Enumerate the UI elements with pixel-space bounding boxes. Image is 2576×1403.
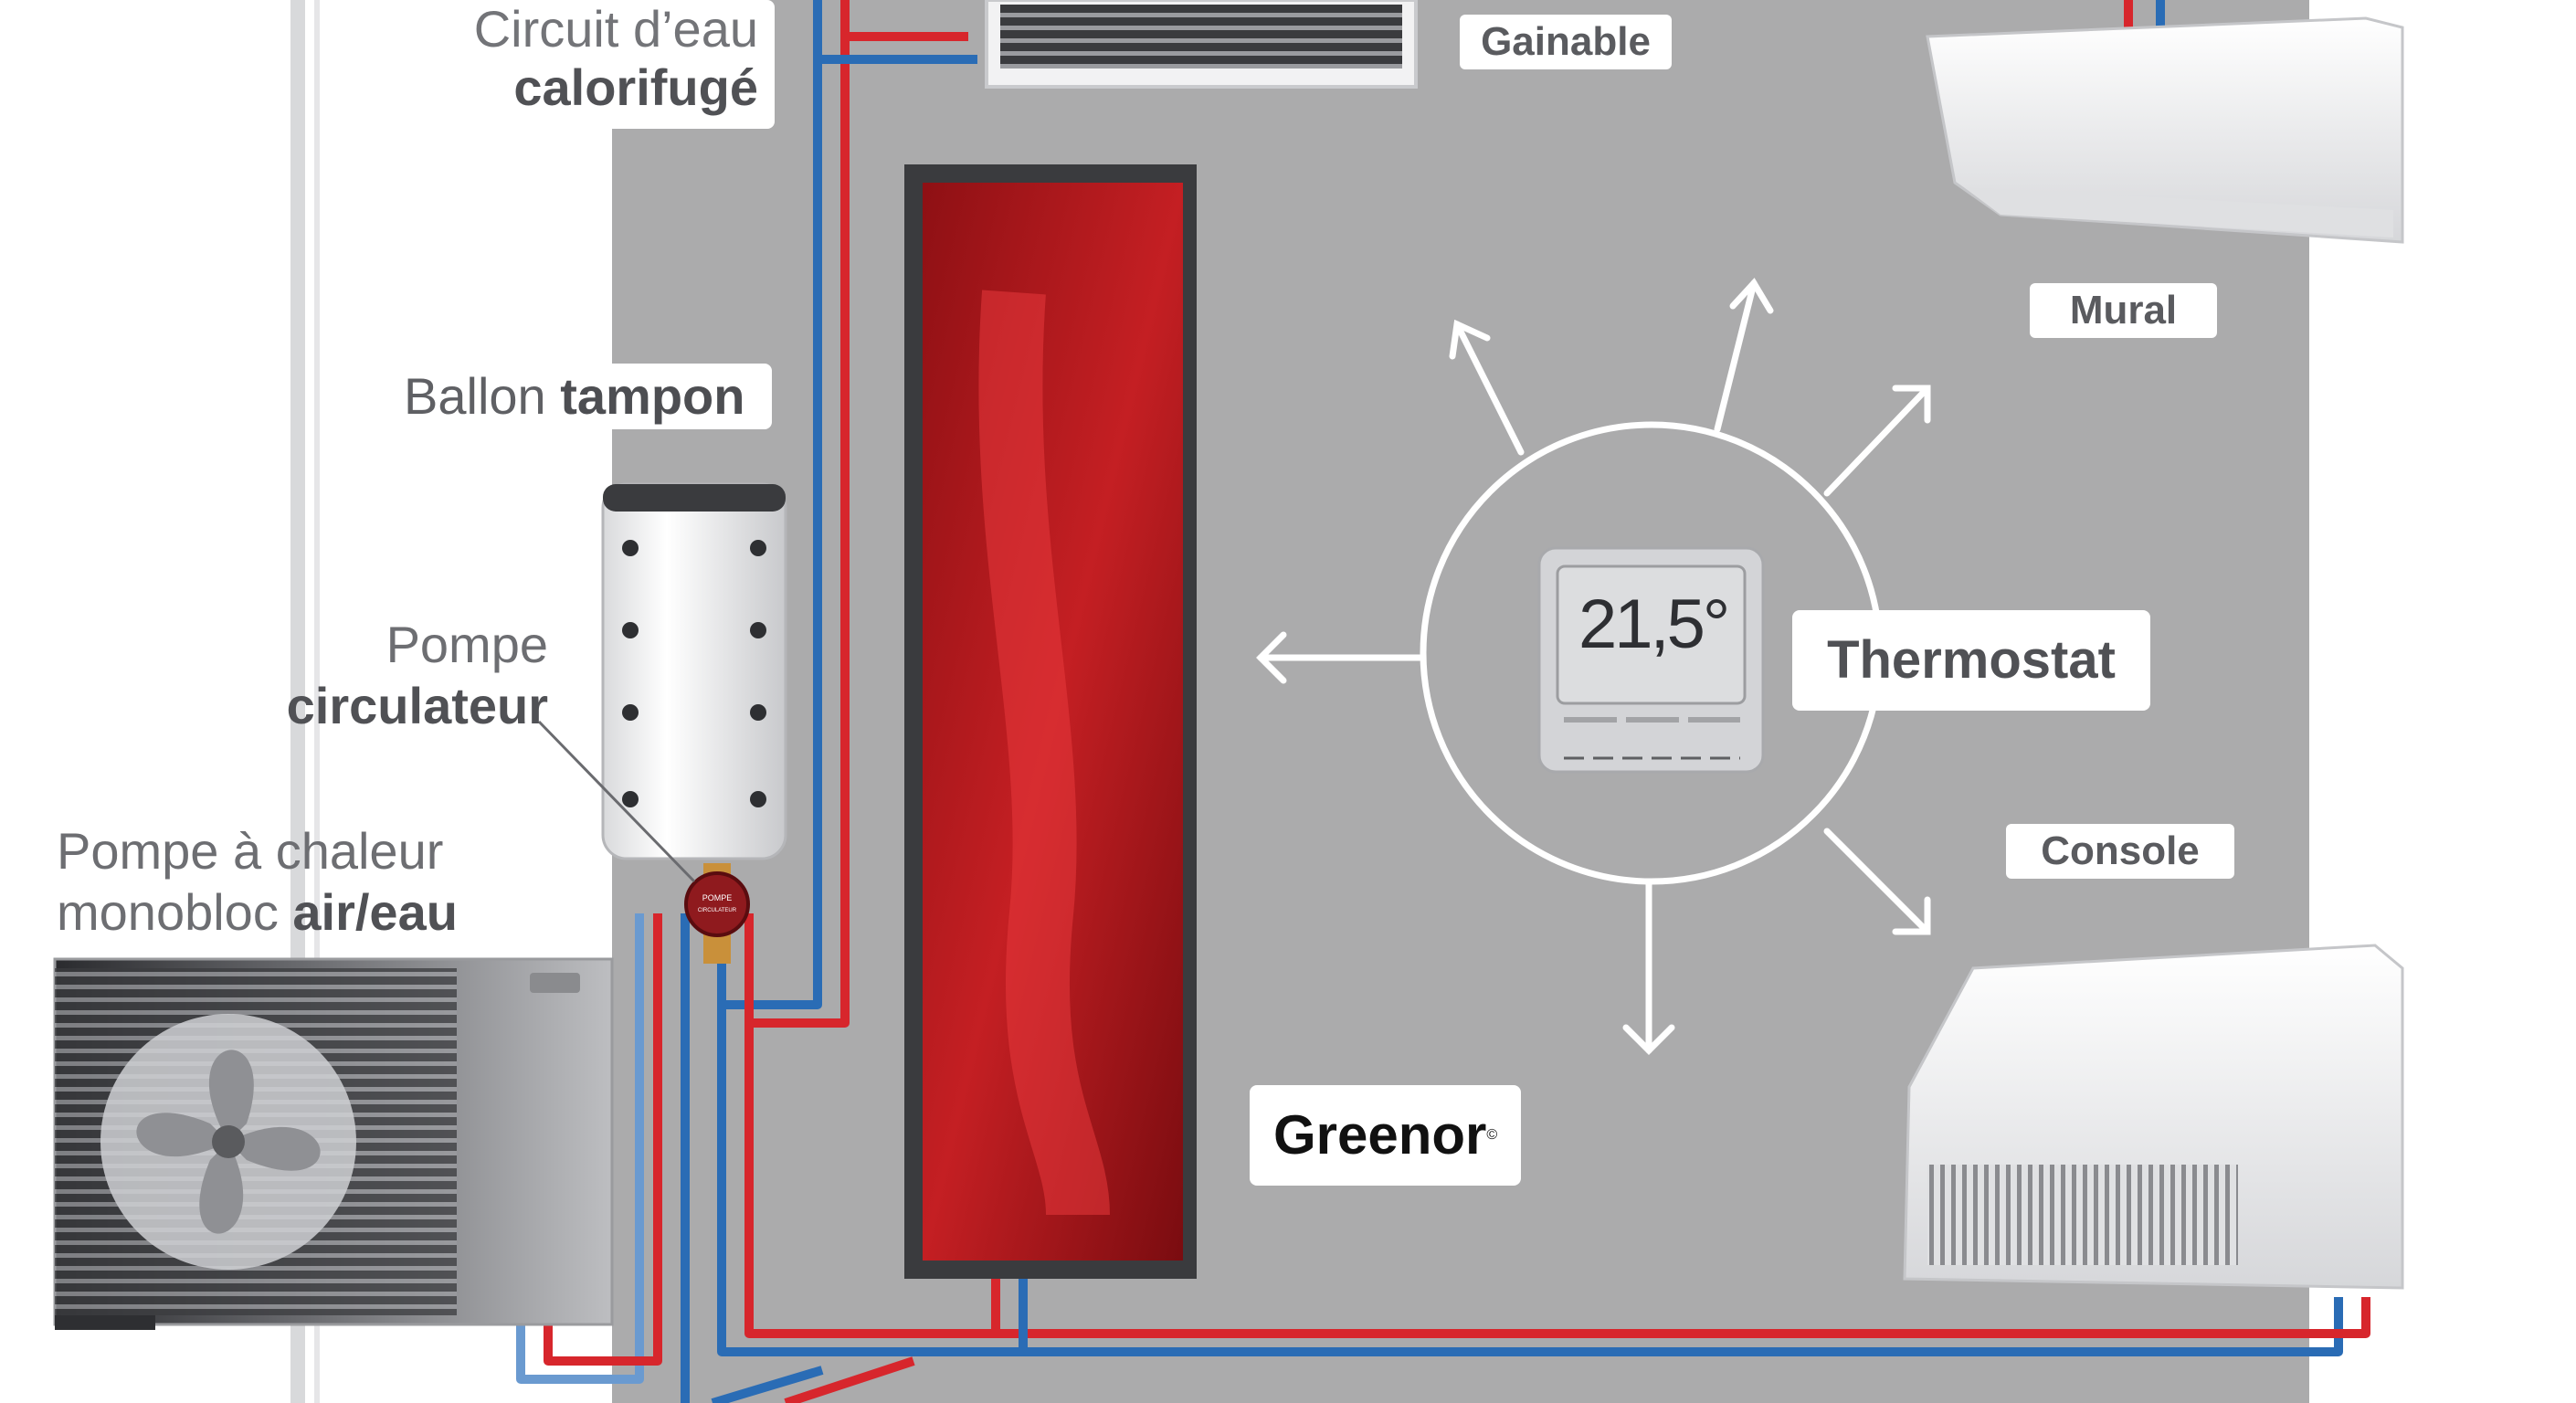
- ballon-tampon: [601, 482, 787, 860]
- label-circuit-eau: Circuit d’eau calorifugé: [457, 0, 775, 129]
- mural-unit: [1926, 16, 2404, 244]
- label-mural: Mural: [2030, 283, 2217, 338]
- gainable-unit: [985, 0, 1418, 89]
- label-greenor: Greenor©: [1250, 1085, 1522, 1186]
- label-ballon-tampon: Ballon tampon: [376, 364, 773, 430]
- arrow-icon: [1256, 278, 1931, 1055]
- label-gainable: Gainable: [1460, 15, 1672, 69]
- radiator-greenor: [904, 164, 1197, 1279]
- label-greenor-mark: ©: [1486, 1127, 1498, 1143]
- label-pac-line1: Pompe à chaleur: [57, 822, 444, 880]
- pompe-a-chaleur: [53, 957, 614, 1330]
- pompe-circulateur: POMPE CIRCULATEUR: [537, 720, 750, 964]
- label-pompe-line1: Pompe: [385, 616, 548, 673]
- label-circuit-line1: Circuit d’eau: [473, 0, 758, 58]
- thermostat-zone: [1256, 278, 1931, 1055]
- pipes: [516, 0, 2370, 1403]
- pump-badge-line2: CIRCULATEUR: [698, 908, 737, 913]
- label-pompe-chaleur: Pompe à chaleur monobloc air/eau: [57, 820, 458, 943]
- label-greenor-text: Greenor: [1273, 1104, 1487, 1166]
- pump-badge-line1: POMPE: [702, 893, 733, 902]
- thermostat-device: [1537, 546, 1765, 774]
- label-circuit-line2: calorifugé: [513, 58, 758, 117]
- label-console: Console: [2006, 824, 2234, 879]
- label-pac-line2-bold: air/eau: [292, 883, 458, 942]
- label-ballon-normal: Ballon: [404, 367, 561, 425]
- thermostat-display: 21,5°: [1578, 585, 1730, 663]
- label-thermostat: Thermostat: [1792, 610, 2150, 711]
- label-pac-line2-normal: monobloc: [57, 883, 293, 942]
- console-unit: [1903, 944, 2404, 1290]
- fan-icon: [100, 1014, 356, 1270]
- label-pompe-line2: circulateur: [286, 677, 548, 735]
- label-ballon-bold: tampon: [560, 367, 745, 425]
- label-pompe-circulateur: Pompe circulateur: [256, 614, 548, 736]
